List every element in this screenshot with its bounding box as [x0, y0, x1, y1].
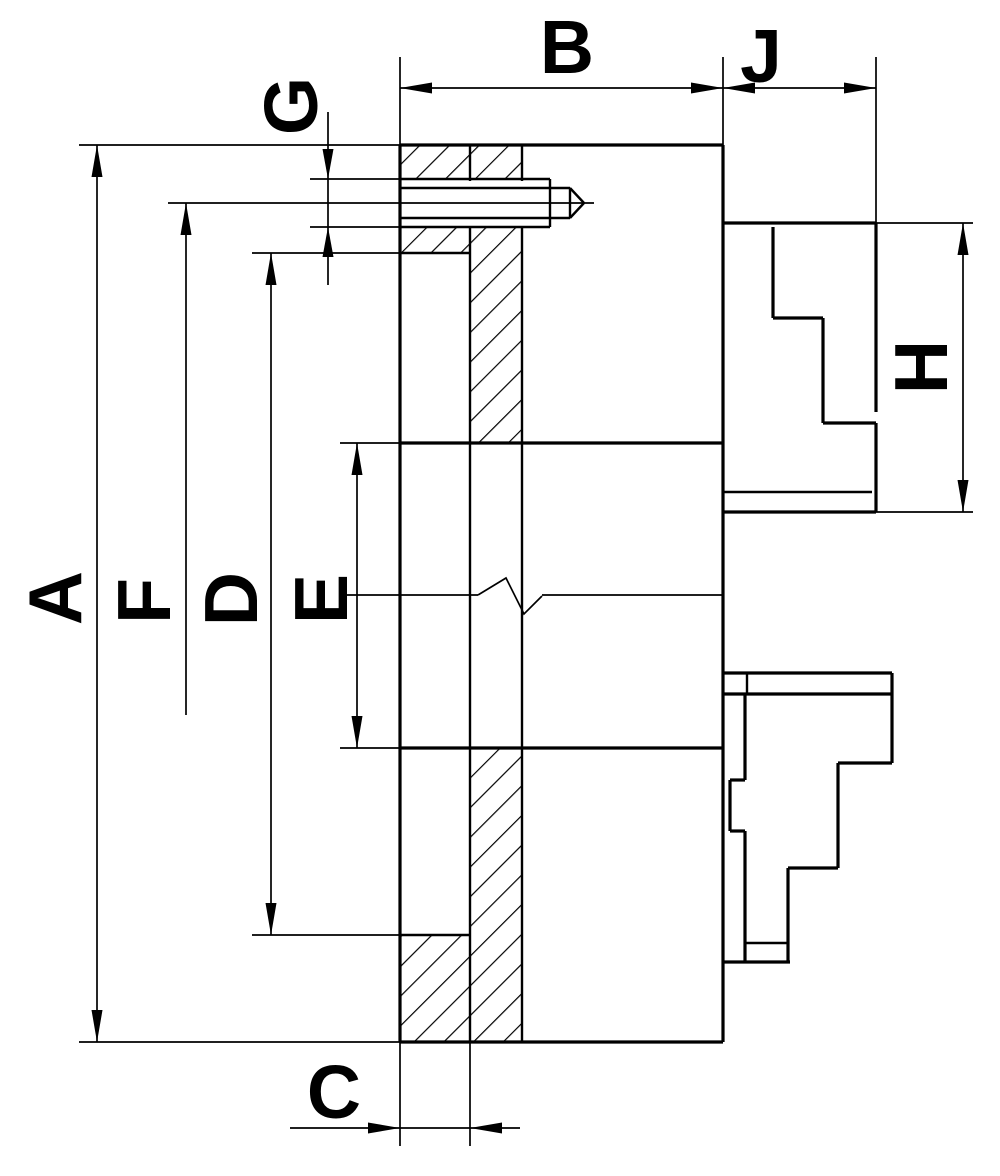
dimension-a: A — [13, 144, 400, 1043]
dimension-d: D — [189, 252, 400, 936]
dimension-e: E — [279, 442, 400, 749]
dimension-h: H — [876, 222, 973, 513]
dimension-f: F — [102, 203, 192, 715]
dimension-b: B — [399, 5, 724, 145]
dim-label-b: B — [540, 5, 594, 89]
mounting-bolt — [168, 177, 594, 229]
chuck-body-outline — [398, 143, 725, 1044]
dim-label-h: H — [879, 340, 963, 394]
dimension-g: G — [249, 77, 400, 285]
centerline — [345, 576, 723, 616]
dim-label-c: C — [307, 1050, 361, 1134]
top-jaw — [723, 221, 878, 514]
section-hatching — [400, 145, 522, 1042]
dimension-j: J — [723, 14, 877, 223]
dim-label-d: D — [189, 572, 273, 626]
dim-label-a: A — [13, 571, 97, 625]
dim-label-f: F — [102, 578, 186, 624]
hatch-region-lower — [400, 748, 522, 1042]
dimension-c: C — [290, 1042, 520, 1146]
dim-label-g: G — [249, 77, 333, 135]
dim-label-j: J — [740, 14, 782, 98]
hatch-region-top — [400, 145, 522, 179]
bottom-jaw — [723, 671, 894, 964]
dim-label-e: E — [279, 574, 363, 624]
hatch-region-upper — [400, 227, 522, 443]
